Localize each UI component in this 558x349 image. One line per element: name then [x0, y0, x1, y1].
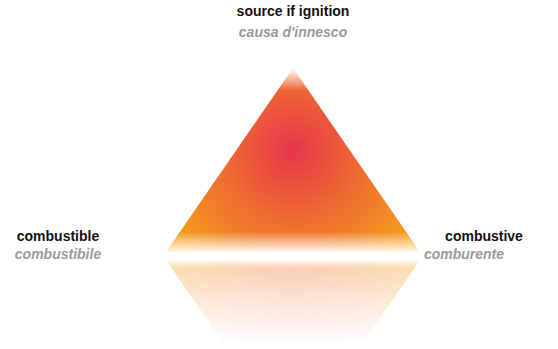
triangle: [166, 68, 420, 252]
reflection: [166, 260, 420, 349]
translation-label: causa d'innesco: [239, 24, 347, 41]
element-label: combustible: [17, 228, 99, 245]
translation-label: combustibile: [15, 246, 101, 263]
element-label: combustive: [445, 228, 523, 245]
reflection-fade: [166, 260, 420, 349]
translation-label: comburente: [424, 246, 504, 263]
element-label: source if ignition: [237, 3, 350, 20]
